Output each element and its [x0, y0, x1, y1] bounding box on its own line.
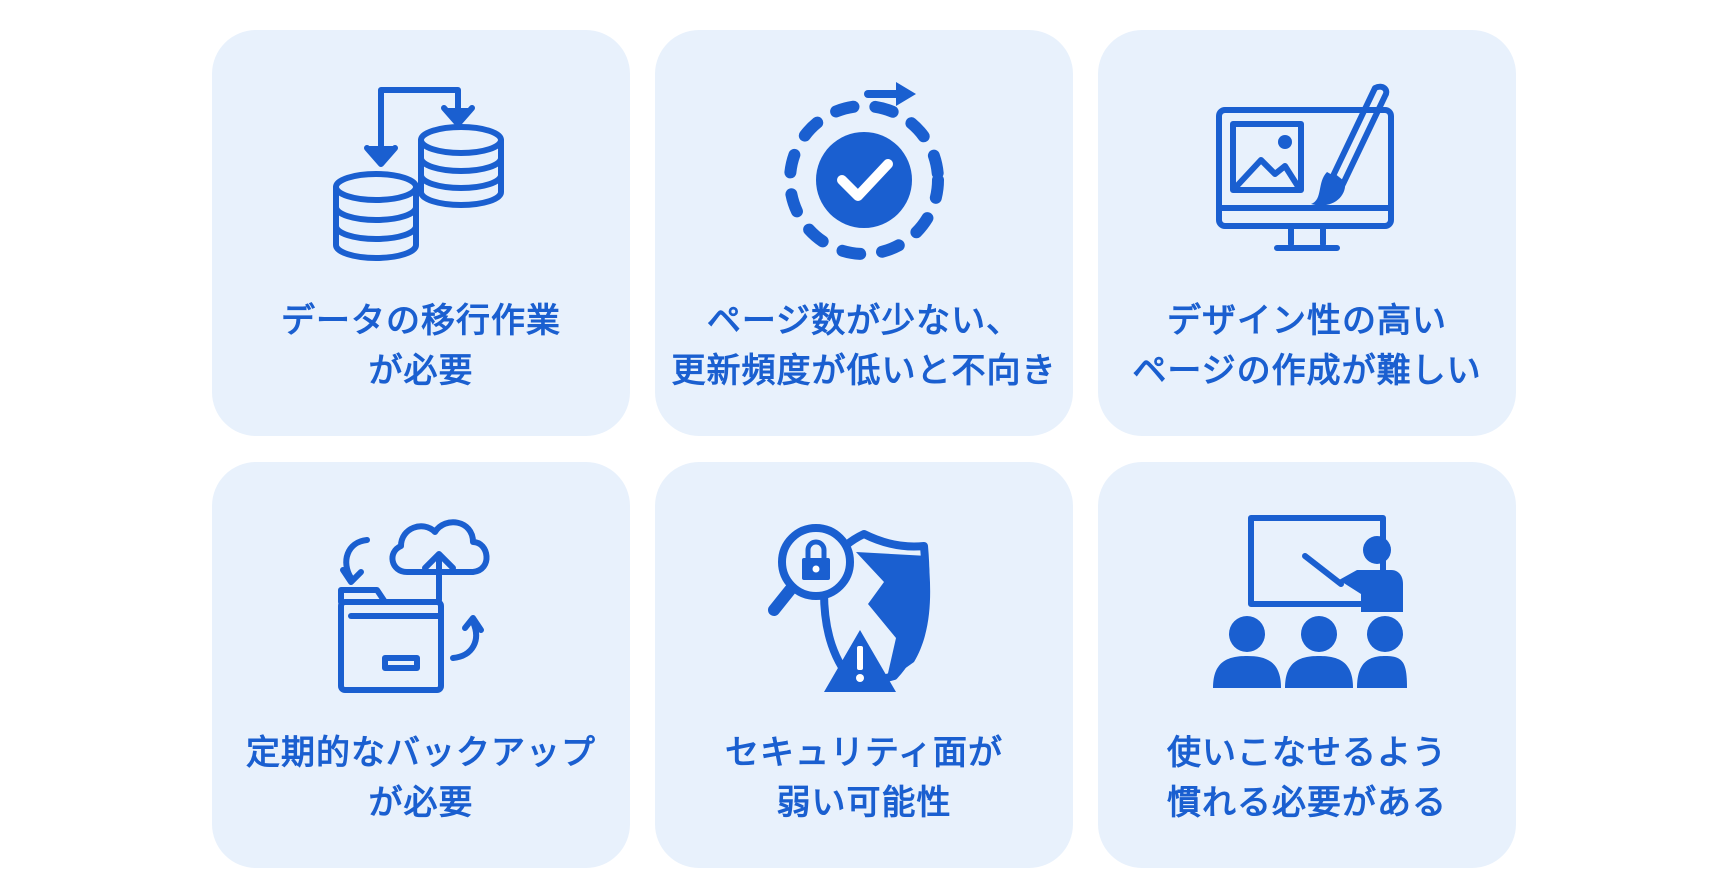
card-label: 使いこなせるよう 慣れる必要がある — [1098, 728, 1516, 828]
card-label: ページ数が少ない、 更新頻度が低いと不向き — [655, 296, 1073, 396]
card-label-line: ページの作成が難しい — [1132, 351, 1482, 391]
card-label-line: が必要 — [368, 783, 474, 823]
card-label: デザイン性の高い ページの作成が難しい — [1098, 296, 1516, 396]
card-label-line: 弱い可能性 — [776, 783, 952, 823]
training-presentation-icon — [1213, 515, 1407, 688]
card-label-line: が必要 — [368, 351, 474, 391]
card-design-difficulty: デザイン性の高い ページの作成が難しい — [1098, 30, 1516, 436]
card-label: 定期的なバックアップ が必要 — [212, 728, 630, 828]
card-label: データの移行作業 が必要 — [212, 296, 630, 396]
card-label-line: データの移行作業 — [281, 301, 561, 341]
card-backup: 定期的なバックアップ が必要 — [212, 462, 630, 868]
card-data-migration: データの移行作業 が必要 — [212, 30, 630, 436]
update-check-icon — [784, 82, 944, 260]
card-label-line: 更新頻度が低いと不向き — [671, 351, 1057, 391]
card-label: セキュリティ面が 弱い可能性 — [655, 728, 1073, 828]
card-label-line: セキュリティ面が — [725, 733, 1003, 773]
card-update-frequency: ページ数が少ない、 更新頻度が低いと不向き — [655, 30, 1073, 436]
cloud-backup-icon — [338, 519, 490, 693]
card-label-line: 定期的なバックアップ — [246, 733, 596, 773]
card-label-line: 使いこなせるよう — [1167, 733, 1447, 773]
monitor-design-icon — [1216, 83, 1394, 251]
card-security: セキュリティ面が 弱い可能性 — [655, 462, 1073, 868]
card-label-line: ページ数が少ない、 — [706, 301, 1022, 341]
card-label-line: 慣れる必要がある — [1167, 783, 1447, 823]
database-transfer-icon — [333, 87, 504, 261]
security-warning-icon — [768, 524, 931, 692]
card-training: 使いこなせるよう 慣れる必要がある — [1098, 462, 1516, 868]
card-label-line: デザイン性の高い — [1167, 301, 1447, 341]
